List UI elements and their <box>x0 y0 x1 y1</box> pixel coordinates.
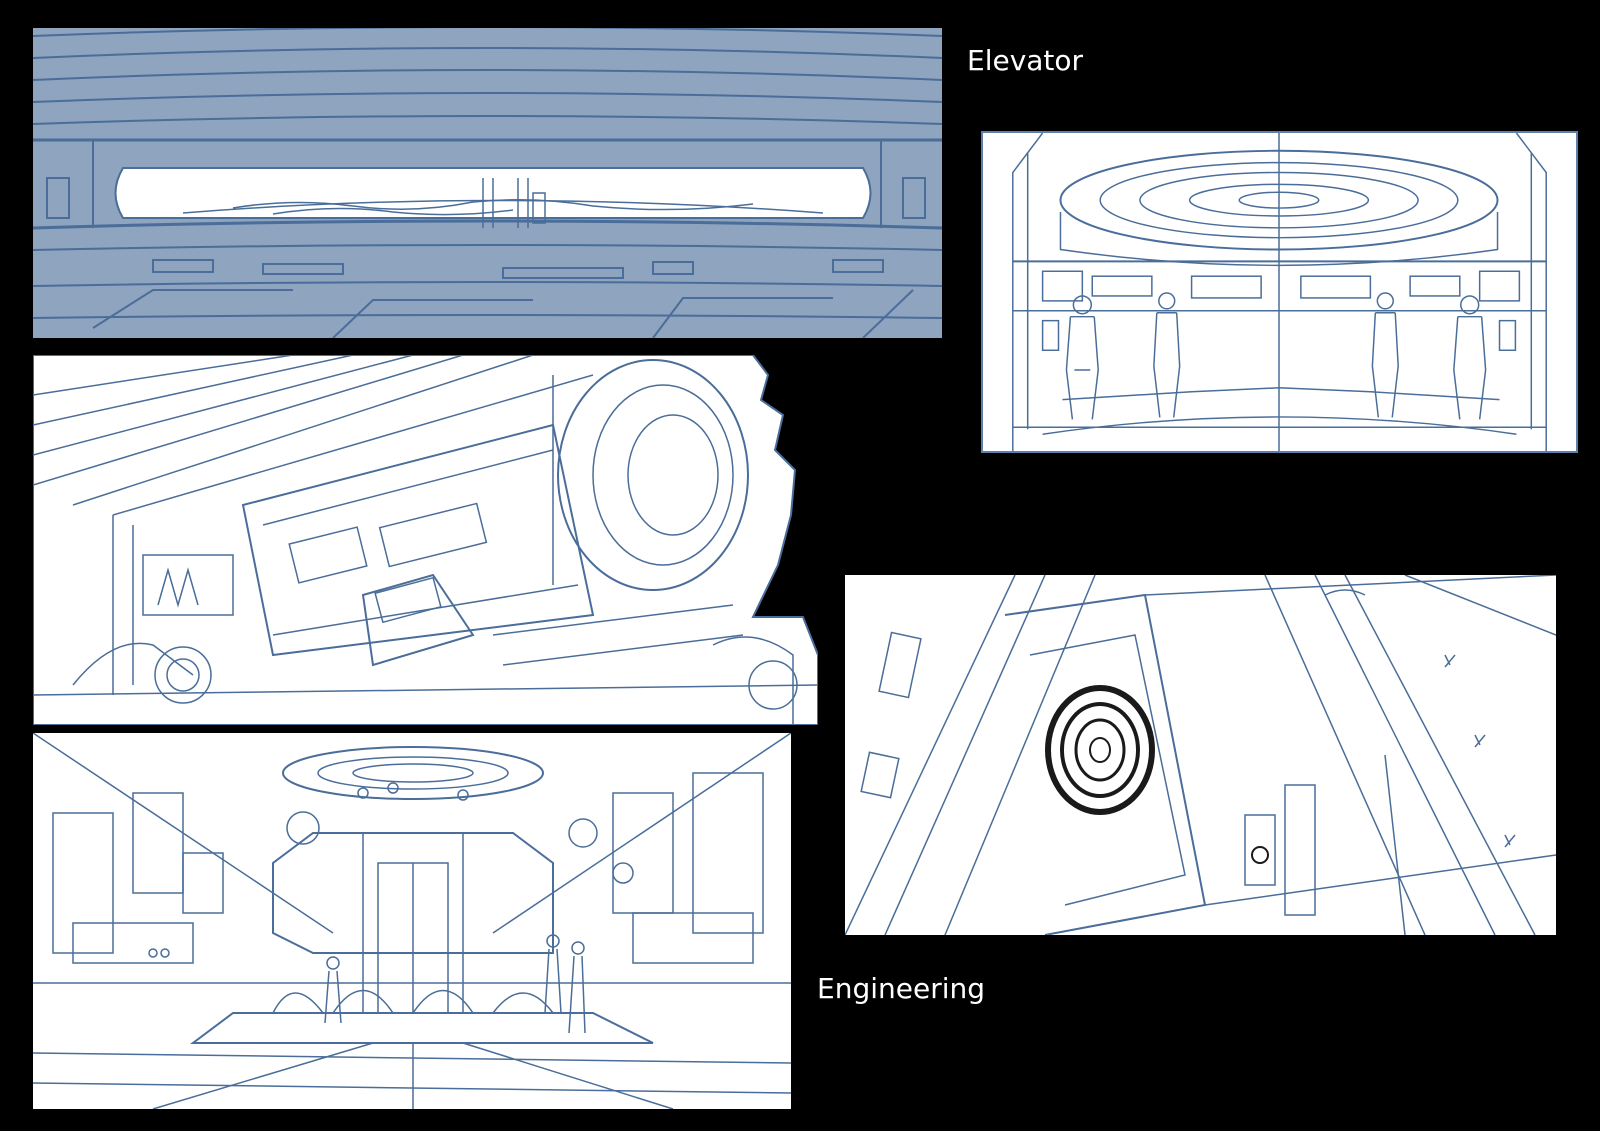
elevator-interior-panel <box>981 131 1578 453</box>
hatch-ceiling-sketch <box>845 575 1556 935</box>
engineering-room-sketch <box>33 733 791 1109</box>
round-hatch-icon <box>1045 685 1155 815</box>
hatch-ceiling-panel <box>845 575 1556 935</box>
corridor-machinery-panel <box>33 355 818 725</box>
caption-elevator: Elevator <box>967 44 1084 77</box>
elevator-shaft-panel <box>33 28 942 338</box>
crew-figures <box>1065 292 1487 420</box>
engineering-figures <box>148 782 586 1034</box>
wall-panel-icon <box>1244 814 1276 886</box>
engineering-room-panel <box>33 733 791 1109</box>
elevator-shaft-sketch <box>33 28 942 338</box>
corridor-machinery-sketch <box>33 355 818 725</box>
elevator-interior-sketch <box>1012 133 1547 451</box>
caption-engineering: Engineering <box>817 972 985 1005</box>
